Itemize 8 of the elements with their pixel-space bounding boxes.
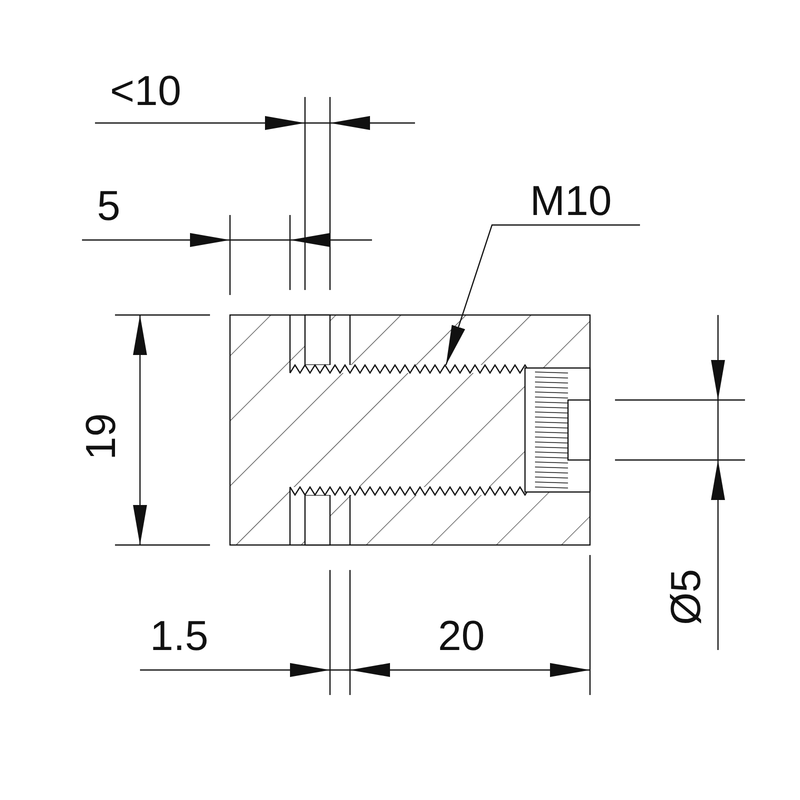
dimension-text: 19	[80, 413, 122, 460]
dimension-text: <10	[110, 70, 182, 112]
dimension-text: 1.5	[150, 615, 208, 657]
dimension-text: Ø5	[665, 568, 707, 625]
dimension-text: 20	[438, 615, 485, 657]
thread-callout-text: M10	[530, 180, 612, 222]
dimension-text: 5	[97, 185, 120, 227]
leader-line	[445, 224, 640, 366]
